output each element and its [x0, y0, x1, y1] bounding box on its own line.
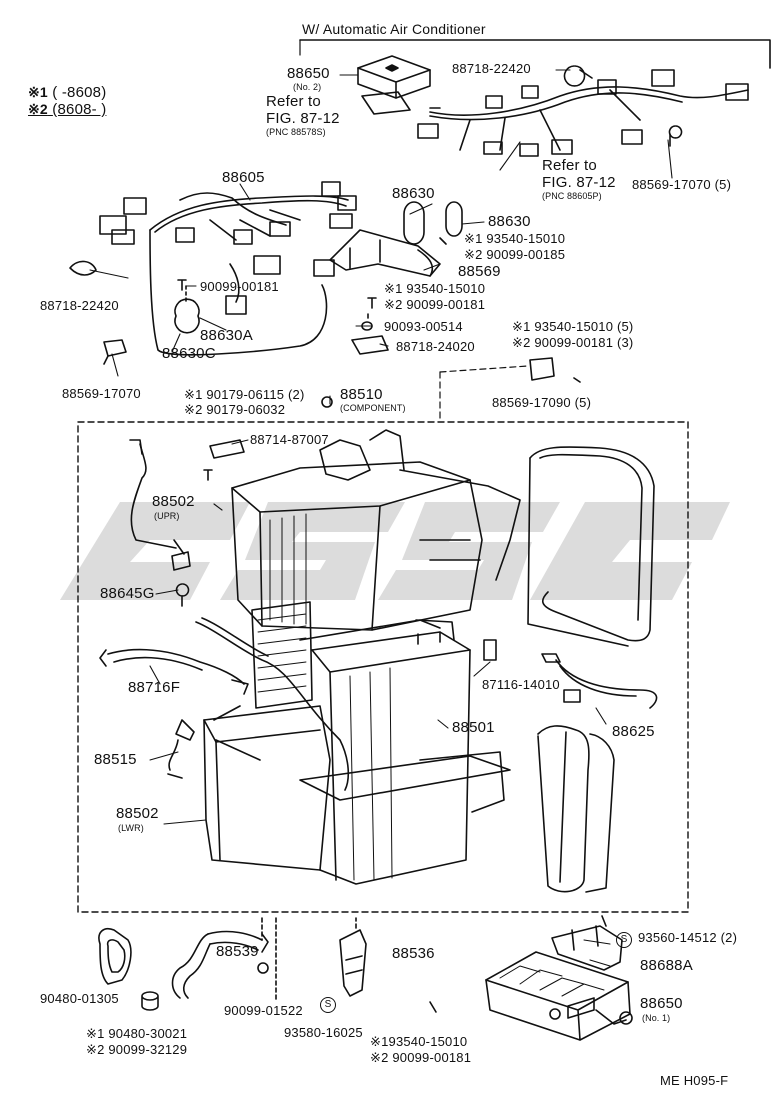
part-93580-16025: 93580-16025 — [284, 1025, 363, 1040]
part-88625: 88625 — [612, 723, 655, 740]
part-88605: 88605 — [222, 169, 265, 186]
part-90480-30021: ※1 90480-30021 — [86, 1026, 188, 1041]
part-90099-00181-b: ※2 90099-00181 — [384, 297, 486, 312]
part-90099-00185: ※2 90099-00185 — [464, 247, 566, 262]
part-93540-15010-d: ※193540-15010 — [370, 1034, 468, 1049]
part-88650-no1-sub: (No. 1) — [642, 1013, 671, 1023]
header-bracket-line — [299, 39, 771, 69]
component-dashed-frame — [77, 421, 689, 913]
part-88718-22420-left: 88718-22420 — [40, 298, 119, 313]
part-88502-upr-sub: (UPR) — [154, 511, 180, 521]
std-mark-s1-glyph: S — [616, 932, 632, 948]
part-90179-06032: ※2 90179-06032 — [184, 402, 286, 417]
part-93560-14512: 93560-14512 (2) — [638, 930, 738, 945]
part-88502-lwr-sub: (LWR) — [118, 823, 144, 833]
std-mark-s1: S — [616, 931, 632, 948]
main-wire-harness-drawing — [99, 181, 357, 356]
std-mark-s2-glyph: S — [320, 997, 336, 1013]
part-88501: 88501 — [452, 719, 495, 736]
part-88716F: 88716F — [128, 679, 181, 696]
part-90099-00181-a: 90099-00181 — [200, 279, 279, 294]
part-88650-no2-sub: (No. 2) — [293, 82, 322, 92]
refer2-line1: Refer to — [542, 157, 597, 174]
refer1-line3: (PNC 88578S) — [266, 127, 326, 137]
diagram-title: W/ Automatic Air Conditioner — [302, 21, 486, 37]
part-87116-14010: 87116-14010 — [482, 677, 560, 692]
part-90099-00181-d: ※2 90099-00181 — [370, 1050, 472, 1065]
grommet-drawing — [321, 396, 333, 408]
part-90099-00181-c: ※2 90099-00181 (3) — [512, 335, 634, 350]
amplifier-module-no2-drawing — [357, 55, 431, 115]
watermark-graphic — [60, 502, 730, 600]
part-88569: 88569 — [458, 263, 501, 280]
diagram-code: ME H095-F — [660, 1073, 729, 1088]
legend-mark-1: ※1 — [28, 84, 48, 100]
part-90099-01522: 90099-01522 — [224, 1003, 303, 1018]
clip-drawings — [69, 260, 187, 365]
unit-tube-drawings — [99, 439, 455, 791]
part-93540-15010-a: ※1 93540-15010 — [464, 231, 566, 246]
part-88630-a: 88630 — [392, 185, 435, 202]
main-unit-body-drawing — [203, 429, 521, 885]
leader-lines — [89, 69, 673, 967]
part-90093-00514: 90093-00514 — [384, 319, 463, 334]
part-88650-no2: 88650 — [287, 65, 330, 82]
duct-drawings — [527, 446, 655, 893]
part-88502-upr: 88502 — [152, 493, 195, 510]
servo-sensor-cluster-drawing — [329, 201, 463, 355]
part-88645G: 88645G — [100, 585, 155, 602]
part-88630-b: 88630 — [488, 213, 531, 230]
part-88569-17070-top: 88569-17070 (5) — [632, 177, 732, 192]
clip-88569-17090-drawing — [439, 357, 581, 421]
part-88718-22420-top: 88718-22420 — [452, 61, 531, 76]
part-88510: 88510 — [340, 386, 383, 403]
bottom-parts-drawings — [98, 915, 633, 1041]
part-88569-17090: 88569-17090 (5) — [492, 395, 592, 410]
part-88515: 88515 — [94, 751, 137, 768]
part-88510-sub: (COMPONENT) — [340, 403, 406, 413]
part-90099-32129: ※2 90099-32129 — [86, 1042, 188, 1057]
part-90480-01305: 90480-01305 — [40, 991, 119, 1006]
sensor-harness-drawing — [417, 65, 749, 157]
part-88630C: 88630C — [162, 345, 216, 362]
refer2-line3: (PNC 88605P) — [542, 191, 602, 201]
legend-mark-2: ※2 — [28, 101, 48, 117]
refer1-line1: Refer to — [266, 93, 321, 110]
refer1-line2: FIG. 87-12 — [266, 110, 340, 127]
part-88502-lwr: 88502 — [116, 805, 159, 822]
legend-range-1: ( -8608) — [52, 84, 107, 101]
aspirator-and-sensor-drawings — [483, 639, 658, 709]
legend-row1: ※1 ( -8608) — [28, 84, 106, 101]
part-88688A: 88688A — [640, 957, 693, 974]
std-mark-s2: S — [320, 996, 336, 1013]
part-88536: 88536 — [392, 945, 435, 962]
part-88630A: 88630A — [200, 327, 253, 344]
part-88569-17070-left: 88569-17070 — [62, 386, 141, 401]
part-88714-87007: 88714-87007 — [250, 432, 329, 447]
part-90179-06115: ※1 90179-06115 (2) — [184, 387, 305, 402]
part-88718-24020: 88718-24020 — [396, 339, 475, 354]
part-88539: 88539 — [216, 943, 259, 960]
part-93540-15010-b: ※1 93540-15010 — [384, 281, 486, 296]
legend-range-2: (8608- ) — [52, 101, 107, 118]
refer2-line2: FIG. 87-12 — [542, 174, 616, 191]
part-93540-15010-c: ※1 93540-15010 (5) — [512, 319, 634, 334]
legend-row2: ※2 (8608- ) — [28, 101, 106, 118]
part-88650-no1: 88650 — [640, 995, 683, 1012]
